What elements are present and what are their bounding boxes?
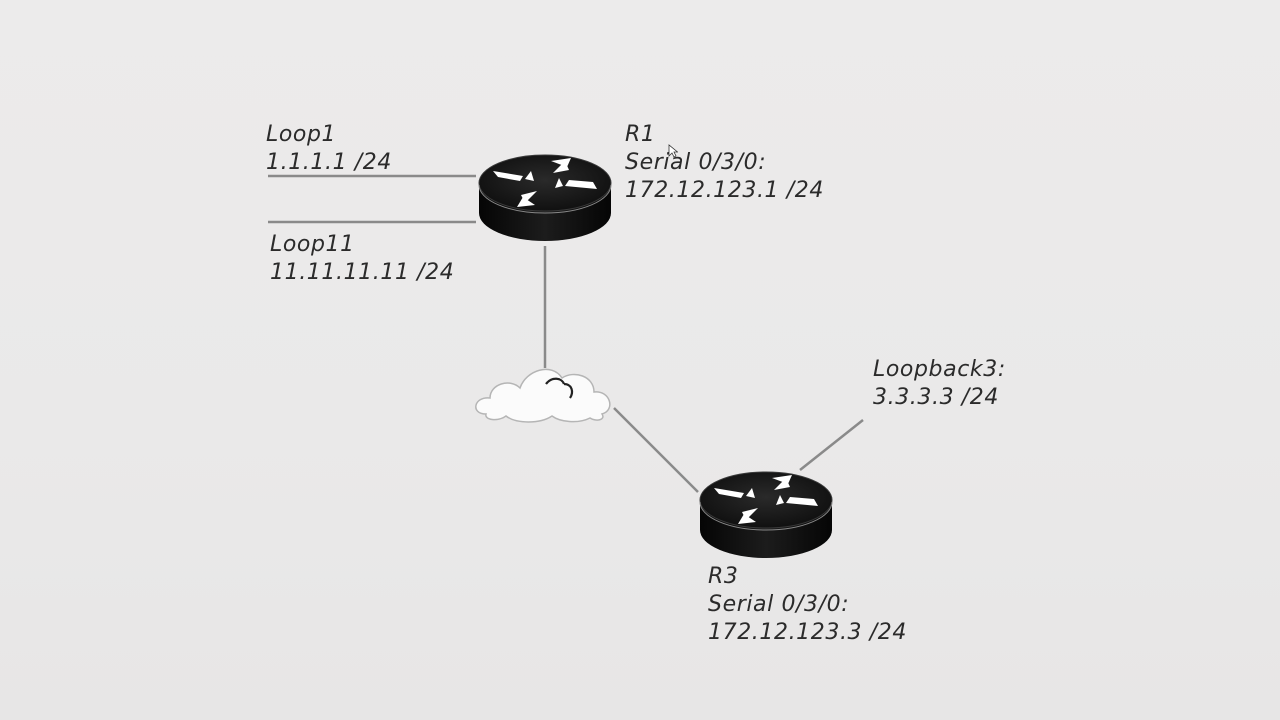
- mouse-cursor-icon: [668, 144, 678, 158]
- router-icon: [478, 154, 612, 241]
- r3-interface: Serial 0/3/0:: [708, 592, 850, 617]
- loop11-name: Loop11: [270, 232, 355, 257]
- loop1-ip: 1.1.1.1 /24: [266, 150, 392, 175]
- r1-name: R1: [625, 122, 656, 147]
- loopback3-ip: 3.3.3.3 /24: [873, 385, 999, 410]
- r1-ip: 172.12.123.1 /24: [625, 178, 824, 203]
- router-r1: [478, 154, 612, 241]
- r3-ip: 172.12.123.3 /24: [708, 620, 907, 645]
- cloud-icon: [475, 368, 611, 423]
- links: [268, 174, 864, 493]
- loopback3-link: [799, 419, 864, 471]
- cloud-r3-link: [613, 407, 699, 493]
- r1-interface: Serial 0/3/0:: [625, 150, 767, 175]
- r1-label: R1 Serial 0/3/0: 172.12.123.1 /24: [625, 121, 824, 205]
- loopback3-label: Loopback3: 3.3.3.3 /24: [873, 356, 1006, 412]
- loop1-name: Loop1: [266, 122, 337, 147]
- r3-label: R3 Serial 0/3/0: 172.12.123.3 /24: [708, 563, 907, 647]
- loop11-ip: 11.11.11.11 /24: [270, 260, 455, 285]
- router-r3: [699, 471, 833, 558]
- loop1-label: Loop1 1.1.1.1 /24: [266, 121, 392, 177]
- r3-name: R3: [708, 564, 739, 589]
- loop11-label: Loop11 11.11.11.11 /24: [270, 231, 454, 287]
- router-icon: [699, 471, 833, 558]
- loopback3-name: Loopback3:: [873, 357, 1006, 382]
